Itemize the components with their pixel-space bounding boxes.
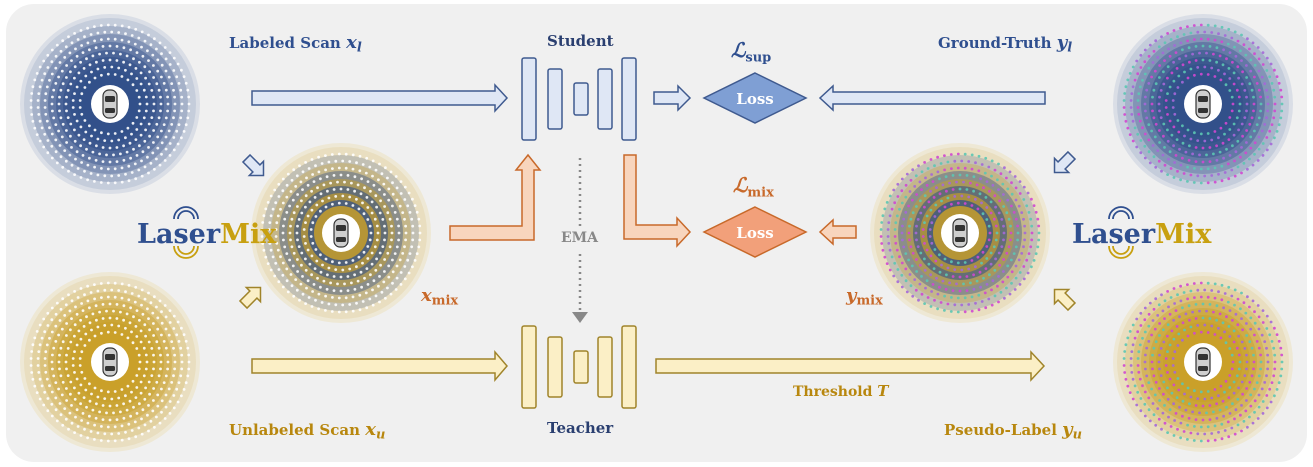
laser-beam-icon bbox=[173, 206, 199, 259]
loss-mix-label: ℒmix bbox=[733, 175, 774, 200]
arrow-ground-truth-to-mix-label bbox=[1053, 150, 1077, 174]
student-layer-1 bbox=[521, 57, 537, 141]
mix-input-label: xmix bbox=[421, 287, 458, 309]
car-icon bbox=[941, 214, 979, 252]
student-layer-4 bbox=[597, 68, 613, 130]
threshold-label: Threshold T bbox=[793, 382, 889, 400]
mixed-scan-image bbox=[251, 143, 431, 323]
labeled-scan-var: x bbox=[346, 32, 357, 53]
teacher-layer-3 bbox=[573, 350, 589, 384]
loss-mix-symbol: ℒ bbox=[733, 173, 748, 197]
mixed-label-image bbox=[870, 143, 1050, 323]
ground-truth-sub: l bbox=[1067, 40, 1073, 56]
arrow-labeled-to-mix bbox=[241, 153, 265, 177]
car-icon bbox=[91, 85, 129, 123]
teacher-label: Teacher bbox=[547, 419, 614, 437]
student-layer-3 bbox=[573, 82, 589, 116]
threshold-text: Threshold bbox=[793, 384, 873, 400]
arrow-student-to-loss-sup bbox=[653, 84, 692, 112]
loss-sup-label: ℒsup bbox=[731, 40, 771, 65]
labeled-scan-label: Labeled Scan xl bbox=[229, 34, 362, 56]
logo-left-laser: Laser bbox=[137, 219, 221, 250]
teacher-layer-2 bbox=[547, 336, 563, 398]
pseudo-label-text: Pseudo-Label bbox=[944, 421, 1057, 439]
logo-right-laser: Laser bbox=[1072, 219, 1156, 250]
threshold-var: T bbox=[877, 382, 889, 400]
pseudo-label-image bbox=[1113, 272, 1293, 452]
ground-truth-image bbox=[1113, 14, 1293, 194]
loss-mix-text: Loss bbox=[736, 224, 773, 242]
arrow-student-to-loss-mix bbox=[623, 154, 692, 248]
mix-input-var: x bbox=[421, 285, 432, 306]
pseudo-label-label: Pseudo-Label yu bbox=[944, 421, 1082, 443]
student-network bbox=[521, 57, 637, 141]
arrow-mix-to-student bbox=[449, 153, 542, 241]
car-icon bbox=[1184, 343, 1222, 381]
ema-label-bg bbox=[556, 226, 604, 250]
pseudo-label-var: y bbox=[1062, 419, 1073, 440]
loss-sup-symbol: ℒ bbox=[731, 38, 746, 62]
mix-label-sub: mix bbox=[856, 293, 883, 309]
student-layer-5 bbox=[621, 57, 637, 141]
loss-mix-diamond bbox=[702, 206, 808, 258]
unlabeled-scan-sub: u bbox=[375, 427, 386, 443]
laser-beam-icon-right bbox=[1108, 206, 1134, 259]
lasermix-logo-left: LaserMix bbox=[137, 221, 276, 248]
labeled-scan-image bbox=[20, 14, 200, 194]
ema-arrow-head bbox=[572, 312, 588, 323]
arrow-mix-label-to-loss-mix bbox=[818, 218, 857, 246]
teacher-layer-1 bbox=[521, 325, 537, 409]
ema-label: EMA bbox=[561, 230, 599, 246]
arrow-pseudo-to-mix-label bbox=[1053, 288, 1077, 312]
loss-mix-sub: mix bbox=[747, 185, 774, 201]
loss-sup-sub: sup bbox=[745, 50, 772, 66]
unlabeled-scan-text: Unlabeled Scan bbox=[229, 421, 360, 439]
logo-right-mix: Mix bbox=[1155, 219, 1212, 250]
car-icon bbox=[322, 214, 360, 252]
mix-label-label: ymix bbox=[846, 287, 883, 309]
labeled-scan-sub: l bbox=[356, 40, 362, 56]
pseudo-label-sub: u bbox=[1072, 427, 1083, 443]
mix-label-var: y bbox=[846, 285, 857, 306]
car-icon bbox=[91, 343, 129, 381]
unlabeled-scan-image bbox=[20, 272, 200, 452]
unlabeled-scan-var: x bbox=[365, 419, 376, 440]
student-layer-2 bbox=[547, 68, 563, 130]
teacher-network bbox=[521, 325, 637, 409]
arrow-teacher-to-pseudo-label bbox=[655, 350, 1046, 382]
ground-truth-text: Ground-Truth bbox=[938, 34, 1052, 52]
student-label: Student bbox=[547, 32, 614, 50]
car-icon bbox=[1184, 85, 1222, 123]
arrow-unlabeled-to-mix bbox=[238, 286, 262, 310]
ground-truth-label: Ground-Truth yl bbox=[938, 34, 1072, 56]
loss-sup-text: Loss bbox=[736, 90, 773, 108]
arrow-labeled-to-student bbox=[251, 83, 509, 113]
unlabeled-scan-label: Unlabeled Scan xu bbox=[229, 421, 385, 443]
mix-input-sub: mix bbox=[431, 293, 459, 309]
lasermix-logo-right: LaserMix bbox=[1072, 221, 1211, 248]
loss-sup-diamond bbox=[702, 72, 808, 124]
logo-left-mix: Mix bbox=[220, 219, 277, 250]
labeled-scan-text: Labeled Scan bbox=[229, 34, 341, 52]
ground-truth-var: y bbox=[1056, 32, 1068, 53]
teacher-layer-4 bbox=[597, 336, 613, 398]
teacher-layer-5 bbox=[621, 325, 637, 409]
arrow-ground-truth-to-loss-sup bbox=[818, 84, 1046, 112]
arrow-unlabeled-to-teacher bbox=[251, 349, 508, 383]
